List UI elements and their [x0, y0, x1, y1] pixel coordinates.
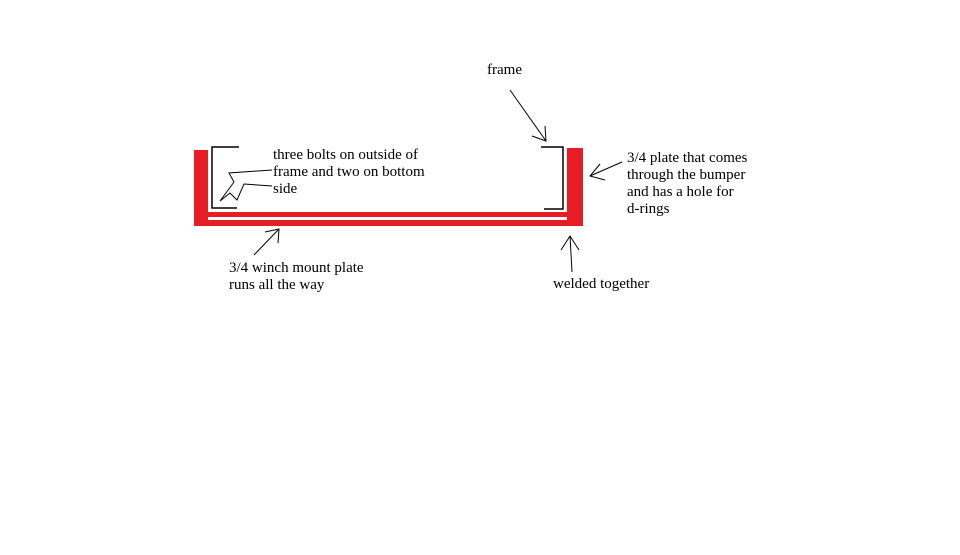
- winch-mount-label-line: 3/4 winch mount plate: [229, 260, 364, 276]
- plate-label-line: d-rings: [627, 201, 670, 217]
- winch-mount-label-line: runs all the way: [229, 277, 325, 293]
- right-end-plate: [567, 148, 583, 225]
- welded-label: welded together: [553, 276, 650, 292]
- left-end-plate: [194, 150, 208, 225]
- bolts-label-line: side: [273, 181, 298, 197]
- plate-label: 3/4 plate that comes through the bumper …: [627, 150, 747, 218]
- left-frame-rail: [211, 146, 239, 209]
- welded-arrow: [560, 235, 580, 273]
- winch-mount-plate-top: [206, 212, 570, 217]
- winch-mount-label: 3/4 winch mount plate runs all the way: [229, 260, 364, 294]
- plate-label-line: through the bumper: [627, 167, 746, 183]
- bolts-label-line: frame and two on bottom: [273, 164, 425, 180]
- frame-arrow: [509, 89, 547, 142]
- bolts-label: three bolts on outside of frame and two …: [273, 147, 425, 198]
- frame-label: frame: [487, 62, 522, 78]
- plate-arrow: [589, 161, 623, 181]
- plate-label-line: 3/4 plate that comes: [627, 150, 748, 166]
- plate-label-line: and has a hole for: [627, 184, 734, 200]
- bolts-arrow: [219, 169, 273, 202]
- winch-mount-plate-bottom: [194, 220, 583, 226]
- bolts-label-line: three bolts on outside of: [273, 147, 418, 163]
- winch-plate-arrow: [253, 228, 280, 256]
- right-frame-rail: [541, 146, 564, 210]
